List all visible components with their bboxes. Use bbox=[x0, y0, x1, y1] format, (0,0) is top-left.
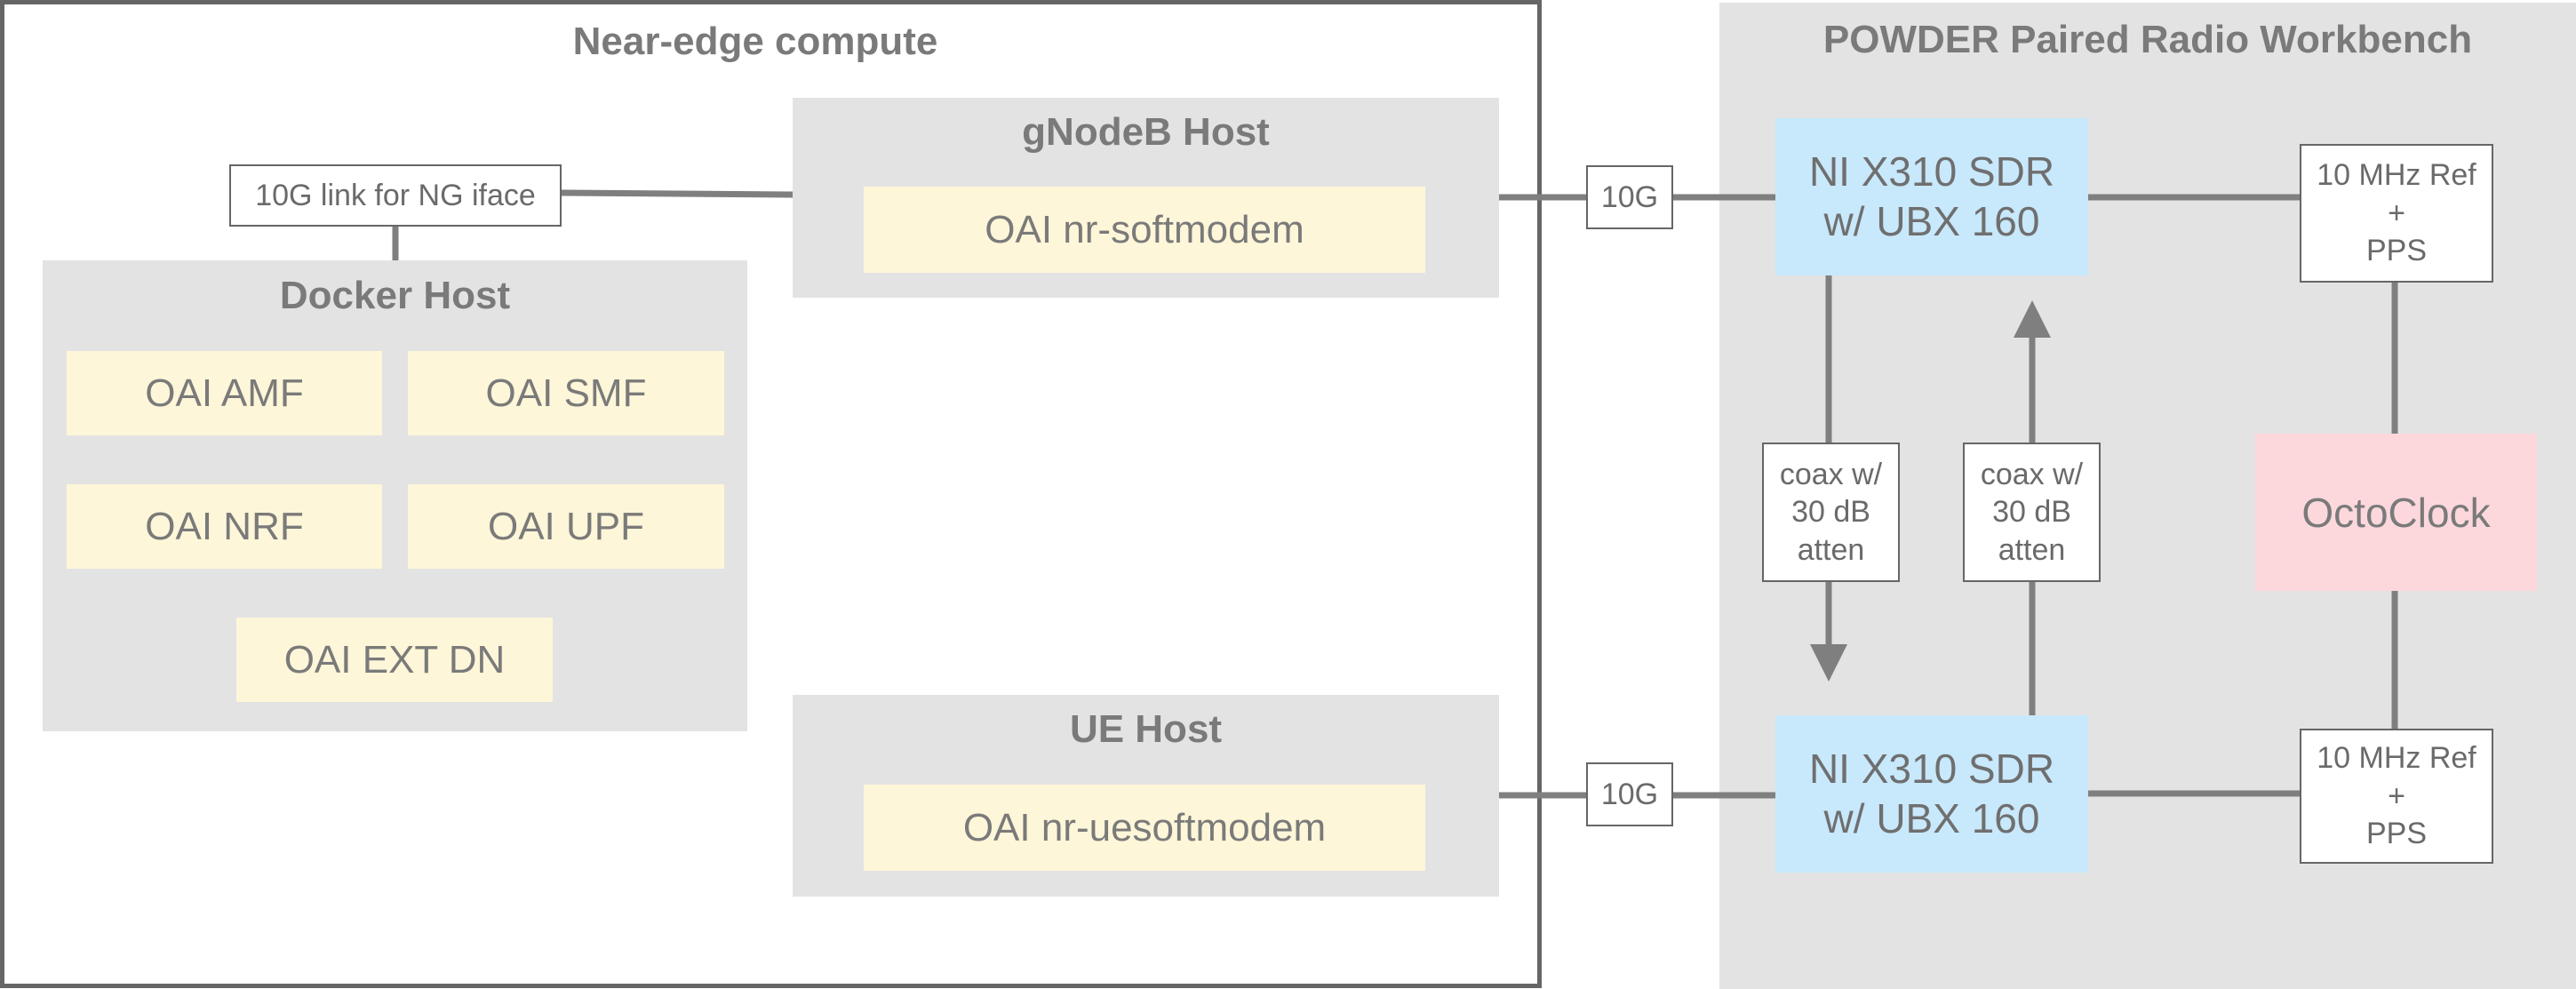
near-edge-title: Near-edge compute bbox=[572, 20, 938, 63]
ng-link-line bbox=[559, 189, 796, 198]
bottom-10g-label: 10G bbox=[1586, 762, 1673, 826]
oai-nrf-box: OAI NRF bbox=[67, 484, 382, 569]
sdr-bottom-box: NI X310 SDR w/ UBX 160 bbox=[1775, 715, 2088, 873]
ue-softmodem-box: OAI nr-uesoftmodem bbox=[864, 785, 1425, 871]
sdr-top-box: NI X310 SDR w/ UBX 160 bbox=[1775, 118, 2088, 275]
oai-amf-box: OAI AMF bbox=[67, 351, 382, 435]
ue-host-title: UE Host bbox=[1069, 707, 1223, 751]
docker-host-title: Docker Host bbox=[279, 274, 511, 317]
ref-bottom-box: 10 MHz Ref + PPS bbox=[2300, 729, 2493, 864]
near-edge-frame bbox=[0, 0, 1542, 988]
ng-link-label: 10G link for NG iface bbox=[229, 164, 562, 227]
oai-ext-dn-box: OAI EXT DN bbox=[236, 618, 553, 702]
workbench-title: POWDER Paired Radio Workbench bbox=[1822, 18, 2473, 61]
ref-top-box: 10 MHz Ref + PPS bbox=[2300, 144, 2493, 283]
top-10g-label: 10G bbox=[1586, 165, 1673, 229]
octoclock-box: OctoClock bbox=[2255, 434, 2537, 591]
gnodeb-host-title: gNodeB Host bbox=[1022, 110, 1270, 154]
coax-down-label: coax w/ 30 dB atten bbox=[1762, 443, 1900, 582]
coax-up-label: coax w/ 30 dB atten bbox=[1963, 443, 2101, 582]
gnodeb-softmodem-box: OAI nr-softmodem bbox=[864, 187, 1425, 273]
oai-upf-box: OAI UPF bbox=[408, 484, 724, 569]
oai-smf-box: OAI SMF bbox=[408, 351, 724, 435]
